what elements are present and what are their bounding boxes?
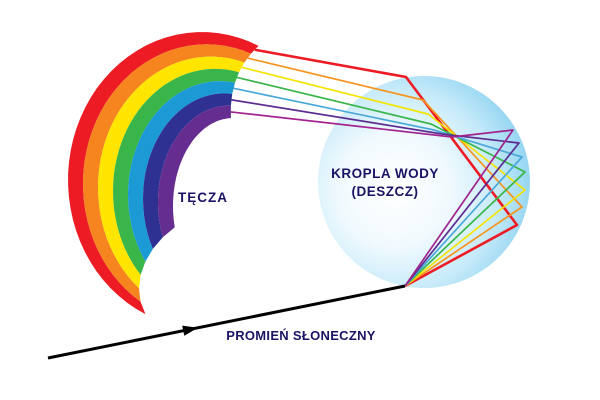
light-ray-yellow xyxy=(241,66,526,287)
rainbow-band-blue xyxy=(128,81,235,262)
sun-ray-arrowhead xyxy=(182,325,198,336)
light-ray-blue xyxy=(233,87,523,287)
sun-ray xyxy=(47,284,406,360)
rainbow-label: TĘCZA xyxy=(178,190,228,205)
light-ray-indigo xyxy=(231,99,520,287)
rainbow-band-violet xyxy=(158,105,231,238)
light-ray-red xyxy=(254,48,519,288)
rainbow-band-indigo xyxy=(143,93,233,249)
rainbow-band-yellow xyxy=(98,56,245,289)
water-drop-label-line2: (DESZCZ) xyxy=(351,184,419,199)
light-ray-violet xyxy=(230,111,514,287)
rainbow-arc xyxy=(68,32,259,315)
rainbow-band-green xyxy=(113,68,239,275)
sun-ray-line xyxy=(47,284,406,360)
sun-ray-label: PROMIEŃ SŁONECZNY xyxy=(226,328,376,343)
light-rays xyxy=(230,48,526,288)
water-drop-label-line1: KROPLA WODY xyxy=(331,166,439,181)
water-drop-circle xyxy=(318,76,530,288)
light-ray-green xyxy=(236,76,526,287)
light-ray-orange xyxy=(247,57,523,287)
